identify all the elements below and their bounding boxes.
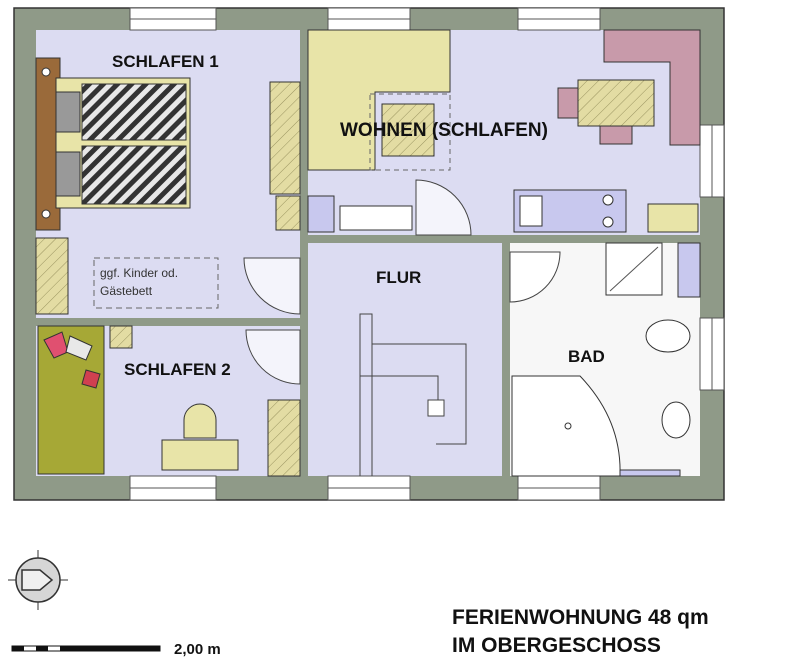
plan-title-line2: IM OBERGESCHOSS [452,634,661,657]
coffee-table-wohnen [381,103,435,157]
windows [129,7,725,501]
shower-diagonal [609,246,659,292]
wardrobe-schlafen2 [267,399,301,477]
desk-schlafen2 [161,439,239,471]
guest-bed-outline [93,257,219,309]
room-flur [308,243,502,476]
room-label-flur: FLUR [376,268,421,287]
shelf-schlafen1 [35,237,69,315]
guest-bed-note-line1: ggf. Kinder od. [100,266,178,280]
kitchen-cabinet [647,203,699,233]
dining-chair-bottom [599,125,633,145]
guest-bed-note-line2: Gästebett [100,284,153,298]
tv-bench-wohnen [339,205,413,231]
toilet-icon [645,319,691,353]
compass-north-icon [8,550,68,610]
doors [243,179,561,385]
cabinet-schlafen1 [275,195,301,231]
stove-burner-icon [602,216,614,228]
washbasin-icon [661,401,691,439]
scale-bar [11,645,161,652]
scale-label: 2,00 m [174,641,221,658]
room-label-schlafen1: SCHLAFEN 1 [112,52,219,71]
rug-wohnen [369,93,451,171]
shelf-wohnen [307,195,335,233]
dining-chair-left [557,87,579,119]
bathtub-drain-icon [564,422,572,430]
plan-title-line1: FERIENWOHNUNG 48 qm [452,606,709,629]
corner-cabinet-wohnen [603,29,701,146]
chair-schlafen2 [183,403,217,439]
wardrobe-schlafen1 [269,81,301,195]
room-label-wohnen: WOHNEN (SCHLAFEN) [340,120,548,141]
dining-table-wohnen [577,79,655,127]
single-bed [37,325,105,475]
double-bed [35,57,191,231]
room-label-bad: BAD [568,347,605,366]
towel-shelf-bad [677,242,701,298]
room-label-schlafen2: SCHLAFEN 2 [124,360,231,379]
nightstand-schlafen2 [109,325,133,349]
cabinet-bad [619,469,681,477]
staircase [359,313,467,476]
sink-icon [519,195,543,227]
stove-icon [602,194,614,206]
sofa-wohnen [307,29,451,171]
